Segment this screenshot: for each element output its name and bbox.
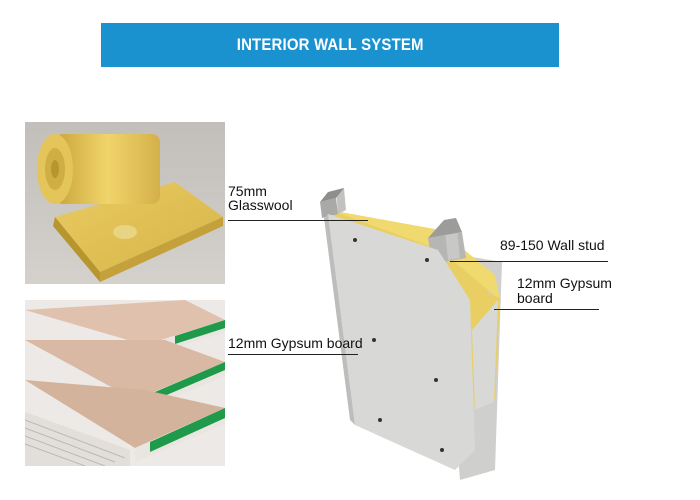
wall-stud-leader-line [450,261,608,262]
page-title: INTERIOR WALL SYSTEM [236,35,424,54]
gypsum-right-leader-line [494,309,599,310]
title-banner: INTERIOR WALL SYSTEM [101,23,559,67]
glasswool-label-line2: Glasswool [228,197,293,213]
glasswool-label-line1: 75mm [228,183,267,199]
gypsum-board-stack-photo [25,300,225,466]
gypsum-board-label: 12mm Gypsum board [228,335,363,351]
glasswool-leader-line [228,220,368,221]
glasswool-roll-photo [25,122,225,284]
wall-cross-section-illustration [310,180,510,480]
gypsum-board-leader-line [228,354,358,355]
gypsum-right-label-line2: board [517,290,553,306]
gypsum-right-label-line1: 12mm Gypsum [517,275,612,291]
wall-stud-label: 89-150 Wall stud [500,237,605,253]
